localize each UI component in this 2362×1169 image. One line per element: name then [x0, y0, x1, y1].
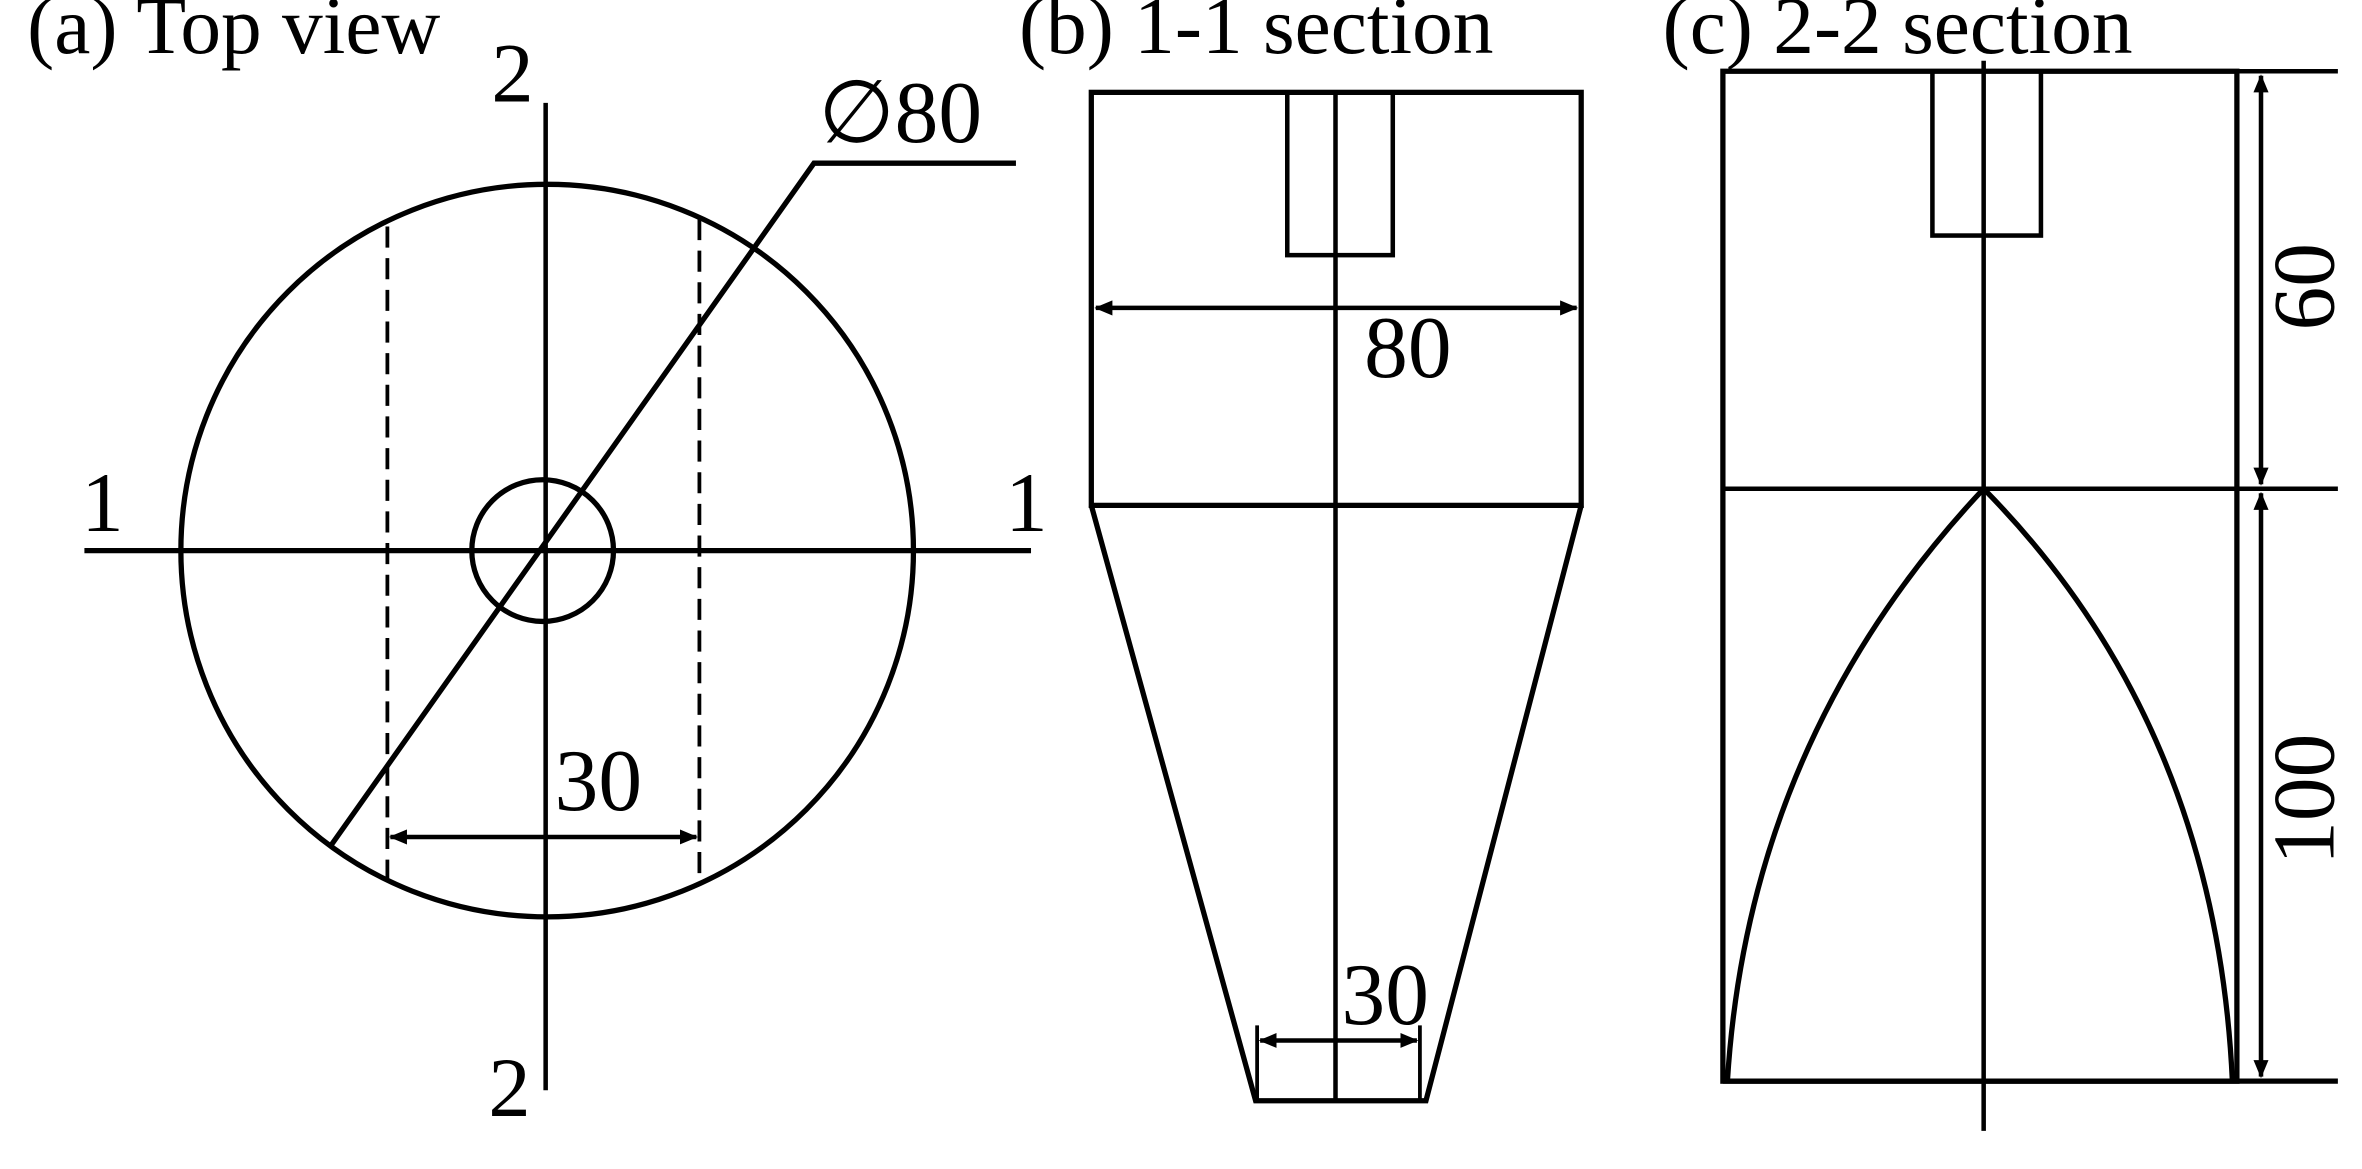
diameter-label: ∅80 — [818, 64, 982, 161]
section-mark-1-right: 1 — [1005, 457, 1047, 550]
height-60-label: 60 — [2255, 243, 2352, 330]
top-slot — [1285, 90, 1396, 258]
width-30-label: 30 — [555, 732, 642, 829]
width-80-label: 80 — [1364, 299, 1451, 396]
diameter-leader — [329, 160, 1016, 847]
section-2-outline — [1720, 68, 2240, 1084]
top-view: (a) Top view ∅80 30 1 1 2 2 — [27, 0, 1047, 1135]
tapered-lower-section — [1088, 504, 1584, 1104]
section-2-2-view: 60 100 (c) 2-2 section — [1663, 0, 2352, 1131]
section-1-1-view: (b) 1-1 section 80 30 — [1019, 0, 1584, 1104]
section-mark-2-top: 2 — [491, 27, 533, 120]
section-mark-2-bottom: 2 — [488, 1042, 530, 1135]
right-curved-profile — [1981, 486, 2236, 1082]
section-2-2-title: (c) 2-2 section — [1663, 0, 2133, 71]
section-1-1-title: (b) 1-1 section — [1019, 0, 1494, 71]
left-curved-profile — [1724, 486, 1986, 1082]
bottom-30-label: 30 — [1342, 946, 1429, 1043]
height-100-label: 100 — [2255, 734, 2352, 865]
section-mark-1-left: 1 — [81, 457, 123, 550]
top-slot-c — [1930, 68, 2044, 238]
top-view-title: (a) Top view — [27, 0, 440, 71]
